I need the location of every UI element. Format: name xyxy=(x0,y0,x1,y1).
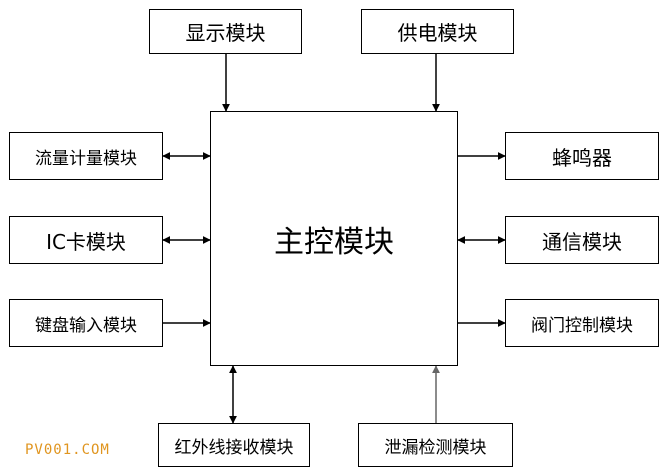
power-module-box: 供电模块 xyxy=(361,9,514,54)
leak-detection-module-label: 泄漏检测模块 xyxy=(384,437,487,458)
keyboard-input-module-label: 键盘输入模块 xyxy=(35,315,137,336)
ic-card-module-label: IC卡模块 xyxy=(46,229,126,254)
watermark-text: PV001.COM xyxy=(25,442,110,458)
main-control-module-label: 主控模块 xyxy=(274,224,394,260)
display-module-label: 显示模块 xyxy=(185,21,266,45)
ic-card-module-box: IC卡模块 xyxy=(9,216,163,264)
infrared-receiver-module-box: 红外线接收模块 xyxy=(158,423,310,467)
power-module-label: 供电模块 xyxy=(397,21,478,45)
flow-metering-module-label: 流量计量模块 xyxy=(35,148,137,169)
communication-module-box: 通信模块 xyxy=(505,216,659,264)
communication-module-label: 通信模块 xyxy=(542,229,622,254)
display-module-box: 显示模块 xyxy=(149,9,302,54)
valve-control-module-box: 阀门控制模块 xyxy=(505,299,659,347)
leak-detection-module-box: 泄漏检测模块 xyxy=(358,423,513,467)
valve-control-module-label: 阀门控制模块 xyxy=(531,315,633,336)
main-control-module-box: 主控模块 xyxy=(210,111,458,366)
infrared-receiver-module-label: 红外线接收模块 xyxy=(174,437,294,458)
keyboard-input-module-box: 键盘输入模块 xyxy=(9,299,163,347)
buzzer-box: 蜂鸣器 xyxy=(505,132,659,180)
buzzer-label: 蜂鸣器 xyxy=(552,145,612,170)
flow-metering-module-box: 流量计量模块 xyxy=(9,132,163,180)
